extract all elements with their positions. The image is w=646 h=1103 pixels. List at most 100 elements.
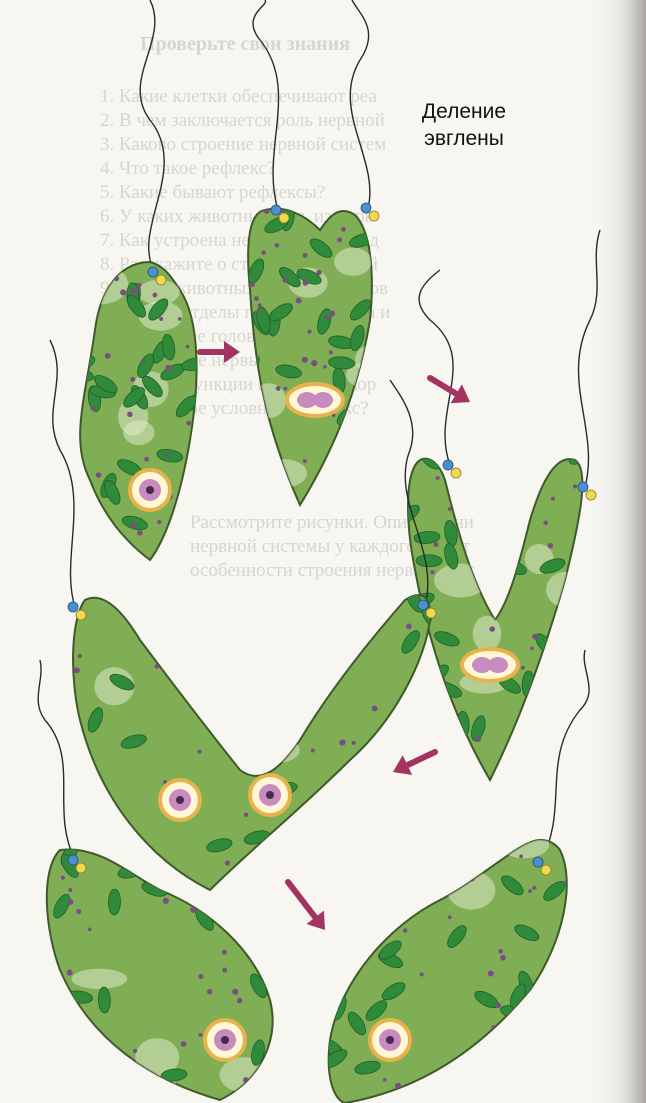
paramylon-granule (300, 845, 305, 850)
paramylon-granule (548, 543, 553, 548)
paramylon-granule (423, 725, 427, 729)
paramylon-granule (68, 888, 72, 892)
paramylon-granule (261, 250, 266, 255)
paramylon-granule (104, 1070, 110, 1076)
paramylon-granule (276, 386, 281, 391)
paramylon-granule (172, 533, 177, 538)
chloroplast (423, 705, 451, 723)
paramylon-granule (329, 351, 333, 355)
paramylon-granule (421, 691, 425, 695)
chloroplast (315, 617, 337, 646)
paramylon-granule (532, 634, 538, 640)
paramylon-granule (76, 909, 81, 914)
paramylon-granule (316, 606, 322, 612)
chloroplast (268, 633, 291, 662)
eyespot (156, 275, 166, 285)
paramylon-granule (339, 739, 345, 745)
paramylon-granule (119, 821, 124, 826)
paramylon-granule (303, 253, 308, 258)
paramylon-granule (496, 1003, 501, 1008)
paramylon-granule (403, 928, 407, 932)
paramylon-granule (373, 853, 377, 857)
chloroplast (319, 816, 346, 843)
paramylon-granule (352, 741, 356, 745)
paramylon-granule (448, 507, 452, 511)
paramylon-granule (186, 345, 190, 349)
paramylon-granule (393, 886, 399, 892)
paramylon-granule (254, 296, 259, 301)
paramylon-granule (68, 899, 74, 905)
paramylon-granule (420, 659, 426, 665)
chloroplast (416, 555, 442, 567)
paramylon-granule (88, 927, 92, 931)
chloroplast (98, 817, 116, 845)
basal-body (148, 267, 158, 277)
nucleus-core (313, 392, 333, 408)
paramylon-granule (573, 484, 577, 488)
cytoplasm-patch (546, 572, 585, 608)
paramylon-granule (498, 845, 503, 850)
paramylon-granule (130, 523, 136, 529)
cytoplasm-patch (163, 617, 194, 641)
paramylon-granule (186, 421, 191, 426)
paramylon-granule (516, 1013, 520, 1017)
chloroplast (252, 1078, 271, 1103)
chloroplast (333, 836, 346, 863)
nucleolus (266, 791, 274, 799)
chloroplast (349, 905, 366, 933)
caption-line-2: эвглены (374, 125, 554, 152)
paramylon-granule (232, 989, 238, 995)
paramylon-granule (178, 513, 182, 517)
chloroplast (413, 828, 438, 856)
paramylon-granule (334, 951, 340, 957)
chloroplast (76, 525, 103, 552)
paramylon-granule (500, 955, 506, 961)
chloroplast (370, 858, 397, 884)
chloroplast (36, 983, 60, 1011)
paramylon-granule (86, 1064, 91, 1069)
paramylon-granule (127, 412, 133, 418)
nucleolus (176, 796, 184, 804)
basal-body (533, 857, 543, 867)
paramylon-granule (543, 521, 548, 526)
paramylon-granule (79, 487, 84, 492)
paramylon-granule (365, 885, 369, 889)
paramylon-granule (197, 750, 201, 754)
chloroplast (274, 681, 296, 710)
basal-body (443, 460, 453, 470)
paramylon-granule (498, 949, 503, 954)
cytoplasm-patch (472, 827, 513, 854)
eyespot (76, 863, 86, 873)
chloroplast (346, 475, 375, 496)
cytoplasm-patch (334, 248, 372, 276)
paramylon-granule (222, 950, 227, 955)
paramylon-granule (307, 330, 311, 334)
paramylon-granule (85, 1061, 89, 1065)
euglena-stage-2 (235, 0, 384, 505)
background-heading: Проверьте свои знания (140, 33, 350, 55)
paramylon-granule (318, 811, 324, 817)
paramylon-granule (92, 528, 97, 533)
paramylon-granule (67, 970, 73, 976)
paramylon-granule (207, 989, 213, 995)
arrow-stage-3-to-4 (393, 752, 435, 775)
paramylon-granule (427, 718, 432, 723)
chloroplast (329, 470, 357, 486)
paramylon-granule (275, 243, 280, 248)
eyespot (279, 213, 289, 223)
arrow-stage-4-to-5 (288, 882, 325, 930)
paramylon-granule (105, 353, 111, 359)
flagellum (419, 230, 600, 487)
paramylon-granule (55, 1071, 59, 1075)
paramylon-granule (548, 684, 554, 690)
caption: Деление эвглены (374, 98, 554, 152)
paramylon-granule (330, 311, 336, 317)
paramylon-granule (74, 1074, 78, 1078)
nucleus-core (488, 657, 508, 673)
paramylon-granule (257, 867, 263, 873)
paramylon-granule (488, 970, 494, 976)
caption-line-1: Деление (374, 98, 554, 125)
cytoplasm-patch (337, 868, 387, 907)
paramylon-granule (159, 317, 163, 321)
chloroplast (552, 1020, 566, 1047)
